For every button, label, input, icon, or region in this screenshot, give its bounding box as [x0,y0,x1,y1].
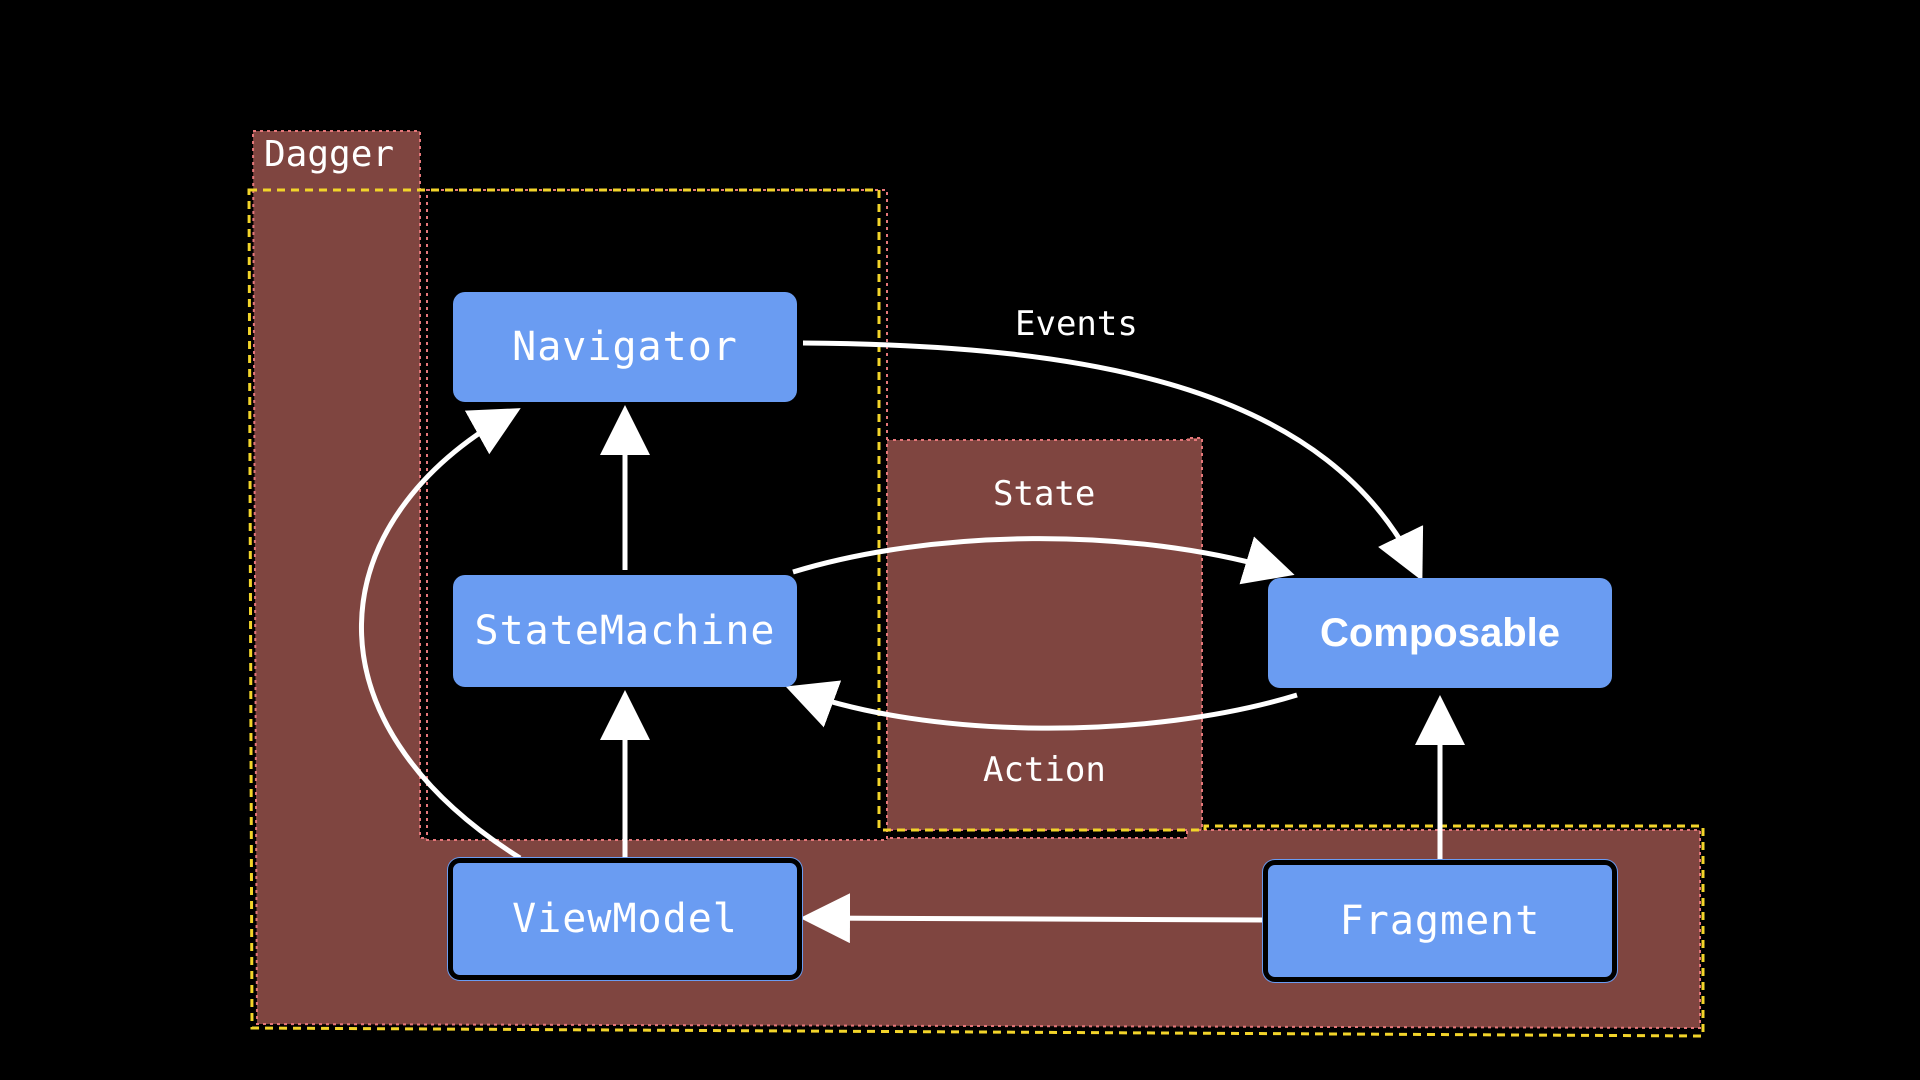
scope-outline [247,188,1705,1038]
action-label: Action [983,750,1106,790]
action-arrow [785,680,1298,731]
events-label: Events [1015,304,1138,344]
events-arrow [802,340,1424,581]
fragment-node: Fragment [1263,860,1617,982]
composable-node: Composable [1268,578,1612,688]
core-region [426,189,888,841]
statemachine-node: StateMachine [453,575,797,687]
navigator-node: Navigator [453,292,797,402]
fragment-to-viewmodel-arrow [800,893,1264,944]
dagger-label: Dagger [264,134,395,175]
viewmodel-node: ViewModel [448,858,802,980]
state-label: State [993,474,1096,514]
viewmodel-to-navigator-arrow [359,408,522,861]
state-arrow [792,536,1295,585]
